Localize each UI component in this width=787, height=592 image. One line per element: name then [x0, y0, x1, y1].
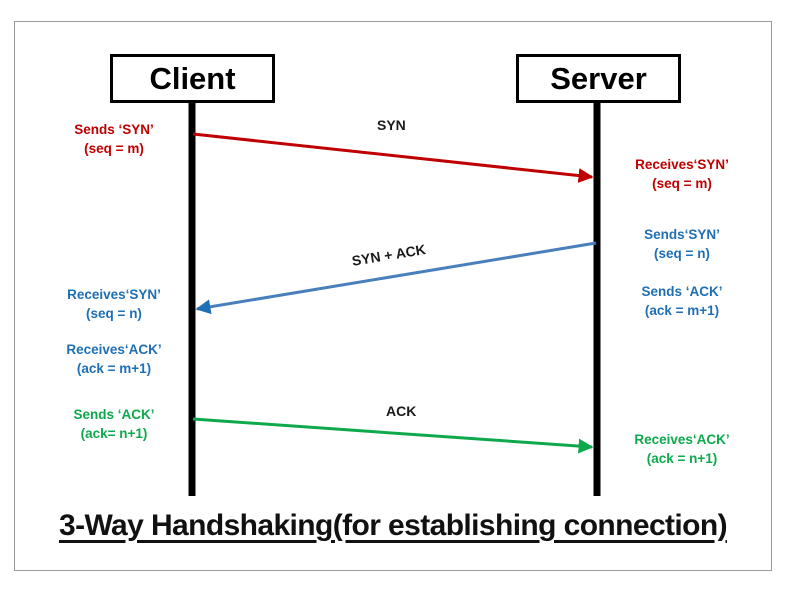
annotation-line-2: (ack = m+1) — [644, 303, 720, 318]
annotation-line-1: Sends ‘SYN’ — [74, 122, 154, 137]
annotation-line-2: (seq = n) — [654, 246, 710, 261]
annotation-line-1: Sends ‘ACK’ — [73, 407, 155, 422]
annotation-line-2: (ack = m+1) — [76, 361, 152, 376]
diagram-title: 3-Way Handshaking(for establishing conne… — [58, 509, 728, 542]
annotation-line-1: Receives‘SYN’ — [67, 287, 161, 302]
ack-message-label: ACK — [386, 403, 417, 419]
server-label: Server — [550, 60, 647, 96]
annotation-line-2: (ack = n+1) — [646, 451, 718, 466]
annotation-server-send-syn: Sends‘SYN’ (seq = n) — [607, 225, 757, 263]
annotation-line-2: (ack= n+1) — [80, 426, 148, 441]
annotation-line-1: Sends ‘ACK’ — [641, 284, 723, 299]
server-node-box[interactable]: Server — [516, 54, 681, 103]
client-label: Client — [149, 60, 236, 96]
annotation-client-receives-syn: Receives‘SYN’ (seq = n) — [44, 285, 184, 323]
syn-message-label: SYN — [377, 117, 406, 133]
annotation-client-receives-ack: Receives‘ACK’ (ack = m+1) — [44, 340, 184, 378]
annotation-client-send-syn: Sends ‘SYN’ (seq = m) — [44, 120, 184, 158]
client-node-box[interactable]: Client — [110, 54, 275, 103]
annotation-line-1: Sends‘SYN’ — [644, 227, 720, 242]
annotation-line-1: Receives‘ACK’ — [66, 342, 162, 357]
annotation-server-send-ack: Sends ‘ACK’ (ack = m+1) — [607, 282, 757, 320]
annotation-server-receives-ack: Receives‘ACK’ (ack = n+1) — [607, 430, 757, 468]
annotation-line-1: Receives‘ACK’ — [634, 432, 730, 447]
annotation-line-2: (seq = n) — [86, 306, 142, 321]
annotation-line-1: Receives‘SYN’ — [635, 157, 729, 172]
annotation-line-2: (seq = m) — [652, 176, 712, 191]
annotation-line-2: (seq = m) — [84, 141, 144, 156]
annotation-server-receives-syn: Receives‘SYN’ (seq = m) — [607, 155, 757, 193]
annotation-client-send-ack: Sends ‘ACK’ (ack= n+1) — [44, 405, 184, 443]
